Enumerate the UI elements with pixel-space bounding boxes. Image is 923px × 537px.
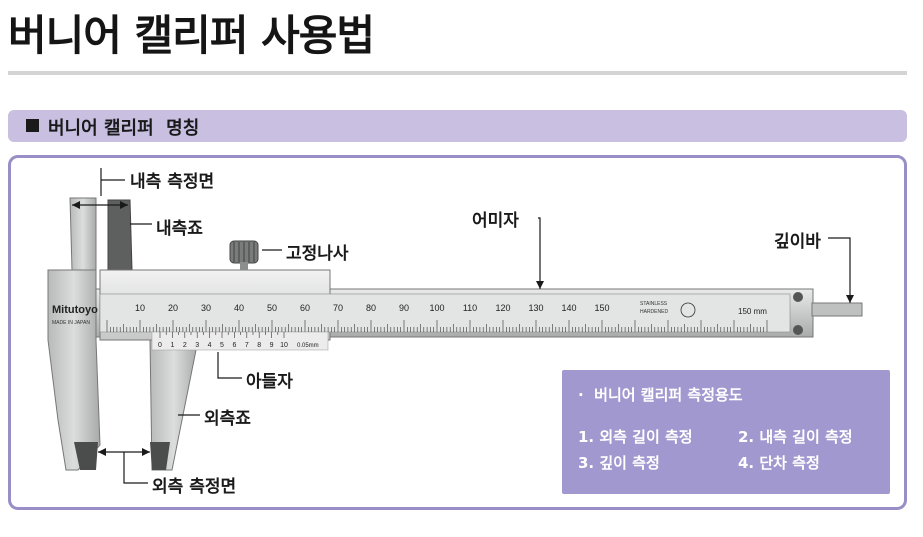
section-header: 버니어 캘리퍼 명칭 (8, 110, 907, 142)
main-scale-label: 20 (168, 303, 178, 313)
vernier-scale-labels: 0 1 2 3 4 5 6 7 8 9 10 (158, 342, 288, 349)
vernier-scale-label: 8 (257, 342, 261, 349)
usage-item: 1. 외측 길이 측정 (578, 428, 693, 446)
hardened-text: HARDENED (640, 309, 668, 315)
main-scale-ticks (106, 320, 768, 332)
main-scale-label: 120 (495, 303, 510, 313)
vernier-scale-label: 5 (220, 342, 224, 349)
main-scale-label: 30 (201, 303, 211, 313)
usage-item: 4. 단차 측정 (738, 454, 820, 472)
brand-logo: Mitutoyo (52, 304, 98, 316)
label-inner-measuring-face: 내측 측정면 (128, 167, 217, 192)
label-main-scale: 어미자 (470, 206, 521, 231)
usage-item: 2. 내측 길이 측정 (738, 428, 853, 446)
vernier-scale-label: 9 (270, 342, 274, 349)
beam-screw-icon (793, 292, 803, 302)
outer-face-fixed (74, 442, 98, 470)
title-divider (8, 71, 907, 75)
label-lock-screw: 고정나사 (284, 239, 351, 264)
scale-window (99, 293, 791, 333)
inner-jaw-fixed (69, 197, 97, 271)
label-vernier-scale: 아들자 (244, 367, 295, 392)
stainless-text: STAINLESS (640, 301, 668, 307)
fixed-jaw (47, 269, 101, 471)
main-scale-label: 40 (234, 303, 244, 313)
label-depth-bar: 깊이바 (772, 227, 823, 252)
main-scale-label: 130 (528, 303, 543, 313)
main-scale-label: 90 (399, 303, 409, 313)
depth-bar (811, 302, 863, 317)
vernier-resolution: 0.05mm (297, 343, 319, 349)
made-in-text: MADE IN JAPAN (52, 320, 90, 326)
vernier-scale-label: 4 (208, 342, 212, 349)
vernier-scale-label: 0 (158, 342, 162, 349)
main-scale-label: 70 (333, 303, 343, 313)
label-outer-jaw: 외측죠 (202, 404, 253, 429)
lock-screw-stem (240, 262, 248, 270)
vernier-scale-label: 6 (232, 342, 236, 349)
vernier-scale-label: 1 (170, 342, 174, 349)
usage-item: 3. 깊이 측정 (578, 454, 660, 472)
section-title: 버니어 캘리퍼 명칭 (48, 118, 200, 139)
outer-face-moving (150, 442, 170, 470)
vernier-scale-ticks (159, 332, 285, 338)
vernier-scale-label: 7 (245, 342, 249, 349)
usage-heading: · 버니어 캘리퍼 측정용도 (578, 386, 743, 404)
main-scale-label: 110 (463, 303, 477, 313)
main-scale-label: 50 (267, 303, 277, 313)
main-scale-label: 80 (366, 303, 376, 313)
beam-screw-icon (793, 325, 803, 335)
label-outer-measuring-face: 외측 측정면 (150, 472, 239, 497)
main-scale-label: 150 (594, 303, 609, 313)
brand-seal-icon (680, 302, 696, 318)
label-inner-jaw: 내측죠 (154, 214, 205, 239)
main-scale-label: 100 (429, 303, 444, 313)
scale-end-mark: 150 mm (738, 307, 767, 316)
inner-jaw-moving (107, 199, 133, 271)
vernier-scale-label: 10 (280, 342, 288, 349)
vernier-scale-label: 2 (183, 342, 187, 349)
main-scale-label: 10 (135, 303, 145, 313)
main-scale-labels: 10 20 30 40 50 60 70 80 90 100 110 120 130 140 150 (135, 303, 610, 313)
section-bullet-icon (26, 119, 39, 132)
usage-info-box: · 버니어 캘리퍼 측정용도 1. 외측 길이 측정 2. 내측 길이 측정 3… (562, 370, 890, 494)
main-scale-label: 60 (300, 303, 310, 313)
vernier-scale-label: 3 (195, 342, 199, 349)
main-scale-label: 140 (561, 303, 576, 313)
page-title: 버니어 캘리퍼 사용법 (8, 11, 375, 60)
